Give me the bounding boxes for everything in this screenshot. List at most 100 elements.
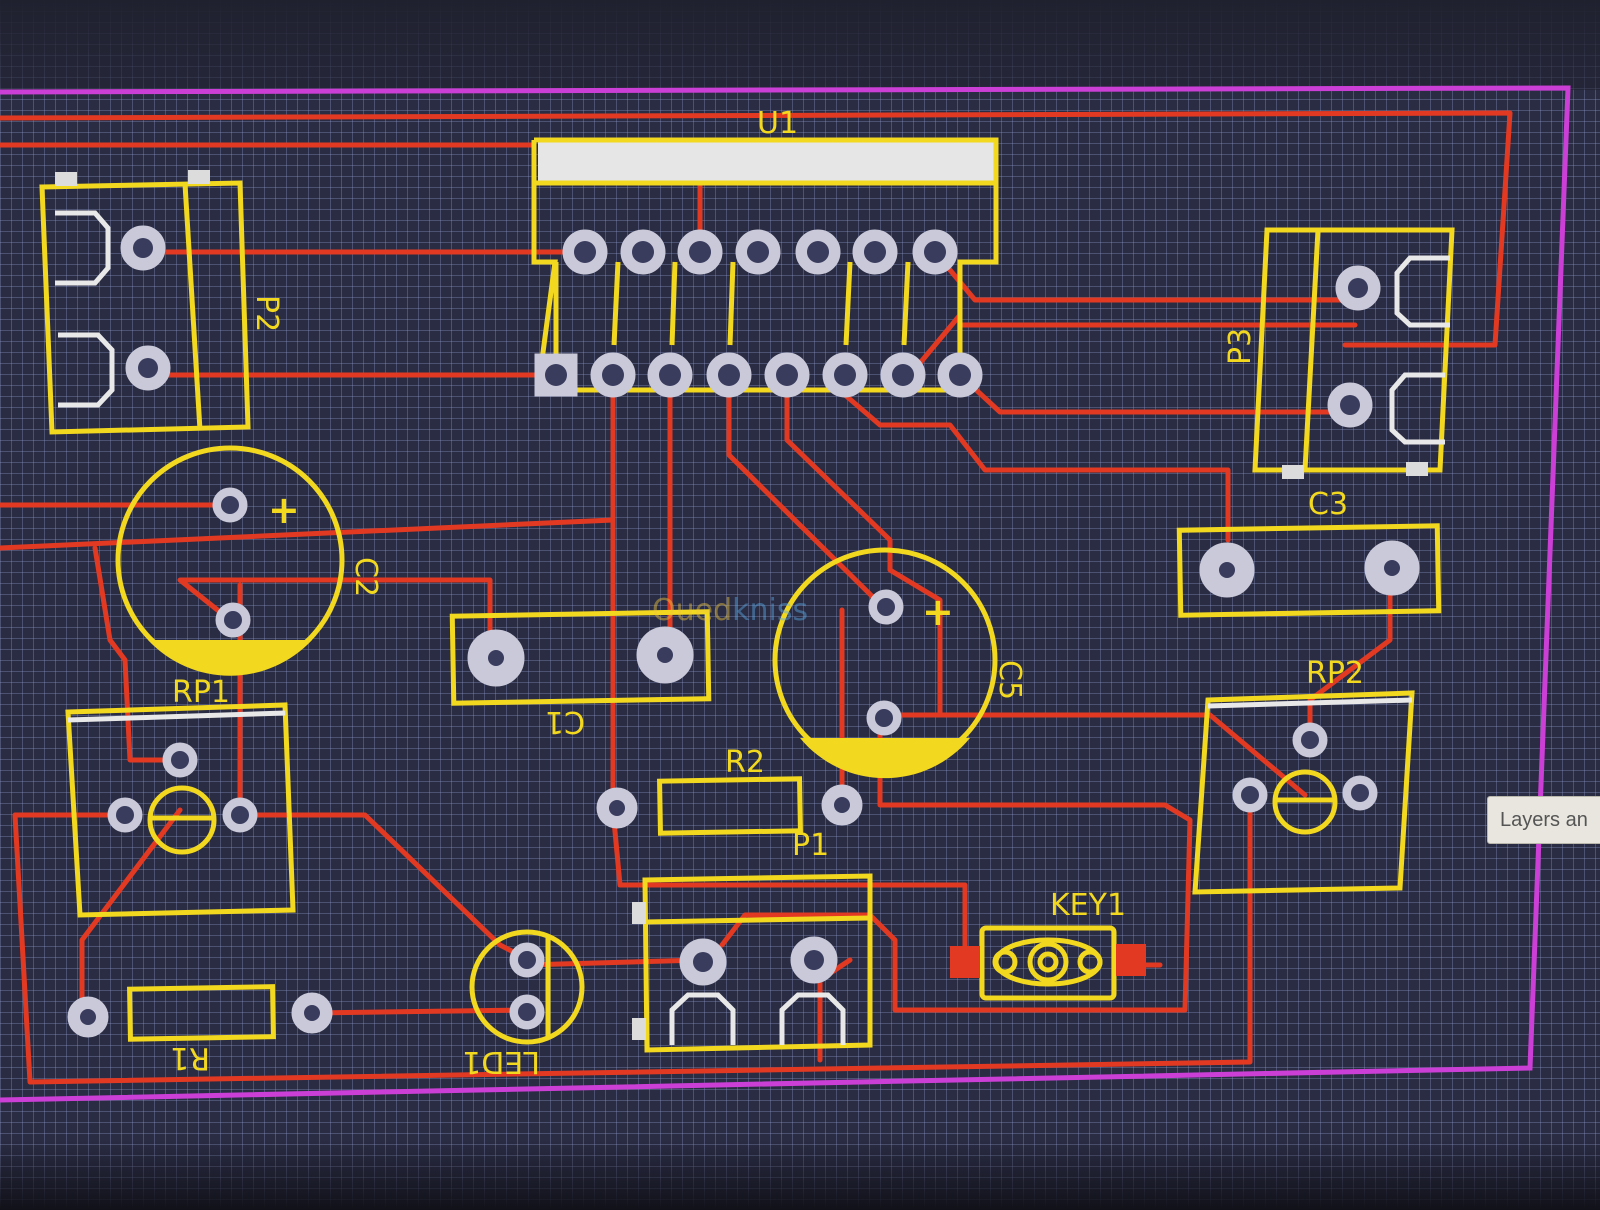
p2-divider (182, 183, 203, 431)
p1-latch (779, 992, 846, 1045)
board-outline (0, 85, 1571, 1103)
refdes-u1: U1 (757, 106, 798, 141)
connector-p2[interactable]: P2 (39, 170, 284, 435)
p1-latch (669, 992, 736, 1045)
potentiometer-rp1[interactable]: RP1 (65, 675, 296, 918)
layers-panel-tab[interactable]: Layers an (1487, 796, 1600, 844)
c2-plus-mark: + (268, 488, 300, 532)
drill-hole (304, 1005, 320, 1021)
u1-lead (901, 261, 911, 346)
capacitor-c3[interactable]: C3 (1176, 487, 1442, 618)
p1-tab (632, 902, 646, 924)
c3-outline (1176, 523, 1442, 618)
led-led1[interactable]: LED1 (462, 929, 585, 1079)
refdes-c5: C5 (992, 660, 1027, 700)
drill-hole (518, 1003, 536, 1021)
led1-outline (469, 929, 585, 1045)
drill-hole (138, 358, 158, 378)
drill-hole (133, 238, 153, 258)
p3-tab (1406, 462, 1428, 476)
connector-p3[interactable]: P3 (1223, 227, 1455, 479)
refdes-led1: LED1 (462, 1044, 540, 1079)
connector-p1[interactable]: P1 (632, 828, 873, 1053)
drill-hole (804, 950, 824, 970)
p3-outline (1252, 227, 1455, 473)
trace (12, 792, 1253, 1085)
drill-hole (518, 951, 536, 969)
resistor-r2[interactable]: R2 (596, 745, 863, 836)
watermark-part-2: kniss (732, 593, 808, 628)
switch-key1[interactable]: KEY1 (950, 888, 1146, 1001)
refdes-r1: R1 (170, 1040, 210, 1075)
refdes-c1: C1 (545, 704, 585, 739)
trace (610, 807, 968, 963)
watermark-text: Ouedkniss (652, 593, 808, 628)
drill-hole (171, 751, 189, 769)
u1-lead-lines (553, 261, 911, 355)
p1-tab (632, 1018, 646, 1040)
trace (784, 372, 943, 718)
u1-lead (611, 261, 621, 346)
resistor-r1[interactable]: R1 (67, 984, 333, 1075)
drill-hole (116, 806, 134, 824)
rp1-outline (65, 702, 296, 918)
drill-hole (924, 241, 946, 263)
key1-button-ring (1027, 941, 1069, 983)
drill-hole (221, 496, 239, 514)
p2-latch (55, 210, 111, 286)
refdes-c3: C3 (1308, 487, 1348, 522)
potentiometer-rp2[interactable]: RP2 (1192, 656, 1415, 895)
p1-divider (644, 915, 871, 925)
p1-outline (642, 873, 873, 1053)
drill-hole (776, 364, 798, 386)
rp2-top-edge (1207, 697, 1413, 709)
drill-hole (864, 241, 886, 263)
refdes-p2: P2 (249, 295, 284, 332)
trace (0, 110, 1513, 348)
trace (842, 372, 1231, 543)
trace (79, 807, 183, 1018)
watermark-part-1: Oued (652, 593, 732, 628)
drill-hole (1340, 395, 1360, 415)
refdes-c2: C2 (348, 557, 383, 597)
key1-smd-pad-1[interactable] (950, 946, 980, 978)
drill-hole (689, 241, 711, 263)
p3-latch (1394, 255, 1450, 328)
trace (719, 712, 1193, 1013)
drill-hole (602, 364, 624, 386)
drill-hole (747, 241, 769, 263)
drill-hole (693, 952, 713, 972)
refdes-p1: P1 (792, 828, 829, 863)
p3-divider (1302, 229, 1321, 471)
trace (726, 372, 889, 613)
drill-hole (1348, 278, 1368, 298)
capacitor-c1[interactable]: C1 (449, 609, 712, 739)
r2-outline (657, 776, 803, 836)
refdes-p3: P3 (1223, 328, 1258, 365)
drill-hole (834, 797, 850, 813)
u1-lead (843, 261, 853, 346)
trace (309, 1007, 528, 1016)
drill-hole (80, 1009, 96, 1025)
drill-hole (1384, 560, 1400, 576)
drill-hole (1301, 731, 1319, 749)
capacitor-c5[interactable]: + C5 (772, 547, 1027, 779)
trace (92, 545, 183, 763)
refdes-r2: R2 (725, 745, 765, 780)
drill-hole (609, 800, 625, 816)
trace (522, 957, 703, 968)
refdes-rp2: RP2 (1306, 656, 1364, 691)
key1-actuator (993, 937, 1103, 987)
key1-smd-pad-2[interactable] (1116, 944, 1146, 976)
u1-lead (669, 261, 678, 346)
drill-hole (231, 806, 249, 824)
drill-hole (1241, 786, 1259, 804)
trace (957, 372, 1333, 415)
layers-panel-tab-label: Layers an (1500, 809, 1588, 831)
c5-outline (772, 547, 998, 773)
capacitor-c2[interactable]: + C2 (115, 445, 383, 676)
c5-plus-mark: + (922, 590, 954, 634)
u1-pads[interactable] (534, 229, 983, 398)
